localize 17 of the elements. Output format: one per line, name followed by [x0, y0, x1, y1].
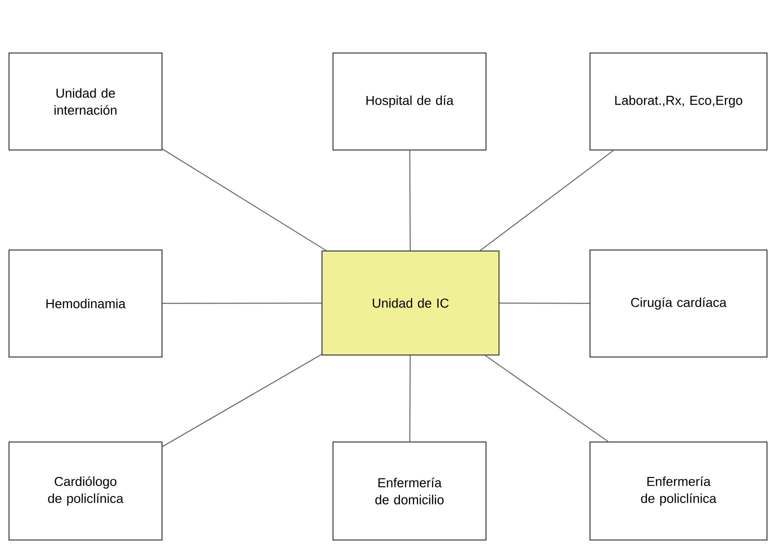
unit-box: Cirugía cardíaca — [590, 250, 768, 358]
unit-box: Hospital de día — [332, 52, 486, 150]
unit-box: Enfermería de policlínica — [590, 442, 768, 540]
unit-box: Enfermería de domicilio — [332, 442, 486, 540]
connector-line — [409, 355, 411, 442]
connector-line — [499, 302, 590, 304]
unit-box: Unidad de internación — [8, 52, 162, 150]
unit-box: Laborat.,Rx, Eco,Ergo — [590, 52, 768, 150]
connector-line — [162, 354, 322, 448]
unit-box: Hemodinamia — [8, 250, 162, 358]
connector-line — [480, 150, 614, 251]
connector-line — [162, 148, 327, 251]
connector-line — [484, 355, 609, 442]
center-box: Unidad de IC — [322, 250, 500, 356]
connector-line — [409, 150, 411, 251]
connector-line — [162, 302, 322, 304]
unit-box: Cardiólogo de policlínica — [8, 442, 162, 540]
